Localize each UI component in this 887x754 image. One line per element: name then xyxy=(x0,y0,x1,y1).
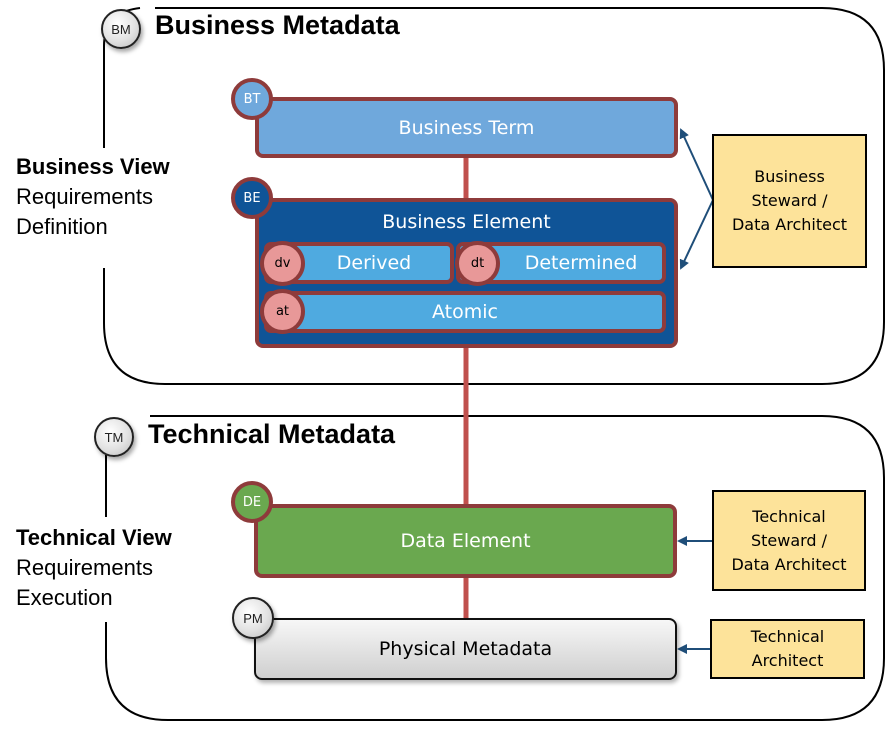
technical-view-label: Technical View Requirements Execution xyxy=(16,523,172,613)
derived-badge-label: dv xyxy=(274,256,291,271)
technical-view-heading: Technical View xyxy=(16,525,172,550)
business-term-label: Business Term xyxy=(398,116,535,139)
physical-metadata-badge: PM xyxy=(232,597,274,639)
technical-metadata-badge-label: TM xyxy=(104,429,124,445)
atomic-label: Atomic xyxy=(432,301,498,323)
business-metadata-badge: BM xyxy=(101,9,141,49)
physical-metadata-badge-label: PM xyxy=(243,610,263,626)
business-view-heading: Business View xyxy=(16,154,170,179)
technical-architect-role: Technical Architect xyxy=(710,619,865,679)
physical-metadata-label: Physical Metadata xyxy=(378,638,553,660)
business-element-badge-label: BE xyxy=(243,190,261,206)
business-term-node[interactable]: Business Term xyxy=(255,97,678,158)
technical-metadata-badge: TM xyxy=(94,417,134,457)
technical-view-line1: Requirements xyxy=(16,555,153,580)
technical-architect-line1: Technical xyxy=(750,627,825,646)
business-steward-line1: Business xyxy=(754,167,825,186)
business-steward-role: Business Steward / Data Architect xyxy=(712,134,867,268)
technical-panel-outline xyxy=(105,415,885,721)
business-steward-line2: Steward / xyxy=(751,191,828,210)
business-view-line2: Definition xyxy=(16,214,108,239)
business-term-badge: BT xyxy=(231,78,273,120)
physical-metadata-node[interactable]: Physical Metadata xyxy=(254,618,677,680)
derived-label: Derived xyxy=(336,252,412,274)
business-metadata-title: Business Metadata xyxy=(155,10,400,40)
data-element-badge-label: DE xyxy=(242,494,262,510)
data-element-node[interactable]: Data Element xyxy=(254,504,677,578)
atomic-node[interactable]: Atomic xyxy=(264,291,666,333)
determined-label: Determined xyxy=(524,252,638,274)
arrow-steward-to-term xyxy=(679,128,714,201)
technical-architect-line2: Architect xyxy=(751,651,824,670)
atomic-badge-label: at xyxy=(275,304,290,319)
business-metadata-badge-label: BM xyxy=(111,21,131,37)
data-element-badge: DE xyxy=(231,481,273,523)
technical-steward-line1: Technical xyxy=(752,506,826,526)
business-term-badge-label: BT xyxy=(243,91,261,107)
business-view-label: Business View Requirements Definition xyxy=(16,152,170,242)
determined-badge-label: dt xyxy=(470,256,485,271)
atomic-badge: at xyxy=(260,289,305,334)
business-view-line1: Requirements xyxy=(16,184,153,209)
technical-metadata-title: Technical Metadata xyxy=(148,419,396,449)
derived-badge: dv xyxy=(260,241,305,286)
business-element-label: Business Element xyxy=(382,211,551,233)
determined-badge: dt xyxy=(455,241,500,286)
arrow-steward-to-element xyxy=(679,199,714,270)
business-steward-line3: Data Architect xyxy=(731,215,848,234)
business-element-badge: BE xyxy=(231,177,273,219)
technical-view-line2: Execution xyxy=(16,585,113,610)
business-panel-outline xyxy=(103,7,885,385)
technical-steward-line2: Steward / xyxy=(750,530,828,550)
technical-steward-role: Technical Steward / Data Architect xyxy=(712,490,866,591)
technical-steward-line3: Data Architect xyxy=(731,554,847,574)
data-element-label: Data Element xyxy=(400,530,531,552)
